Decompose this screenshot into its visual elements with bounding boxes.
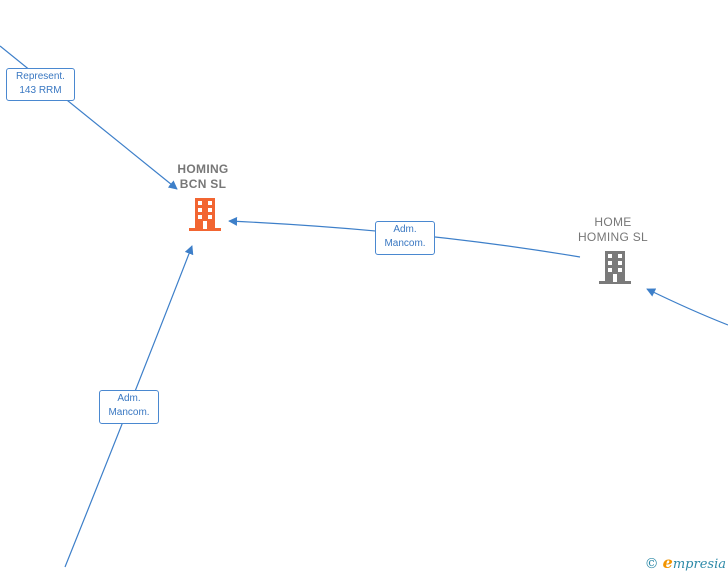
edge-label-adm-mancom-2[interactable]: Adm. Mancom. (99, 390, 159, 424)
edge-label-adm-mancom-1[interactable]: Adm. Mancom. (375, 221, 435, 255)
building-icon[interactable] (189, 198, 221, 232)
edge-label-line1: Adm. (393, 224, 417, 235)
edge-label-line1: Adm. (117, 393, 141, 404)
edge-label-line1: Represent. (16, 71, 65, 82)
building-icon[interactable] (599, 251, 631, 285)
edge-incoming-home-homing-line (646, 288, 728, 326)
node-label-line2: BCN SL (179, 177, 227, 191)
brand-name: mpresia (672, 557, 726, 572)
edge-label-represent[interactable]: Represent. 143 RRM (6, 68, 75, 101)
edge-label-line2: 143 RRM (19, 85, 62, 96)
brand-footer: ©empresia (645, 553, 726, 572)
node-label-line2: HOMING SL (577, 230, 649, 244)
edge-label-line2: Mancom. (108, 407, 150, 418)
node-label-homing-bcn[interactable]: HOMING BCN SL (162, 162, 244, 192)
node-label-home-homing[interactable]: HOME HOMING SL (567, 215, 659, 245)
copyright-symbol: © (644, 556, 659, 572)
node-label-line1: HOMING (177, 162, 229, 176)
edge-label-line2: Mancom. (384, 238, 426, 249)
node-label-line1: HOME (594, 215, 632, 229)
brand-initial: e (662, 553, 673, 572)
